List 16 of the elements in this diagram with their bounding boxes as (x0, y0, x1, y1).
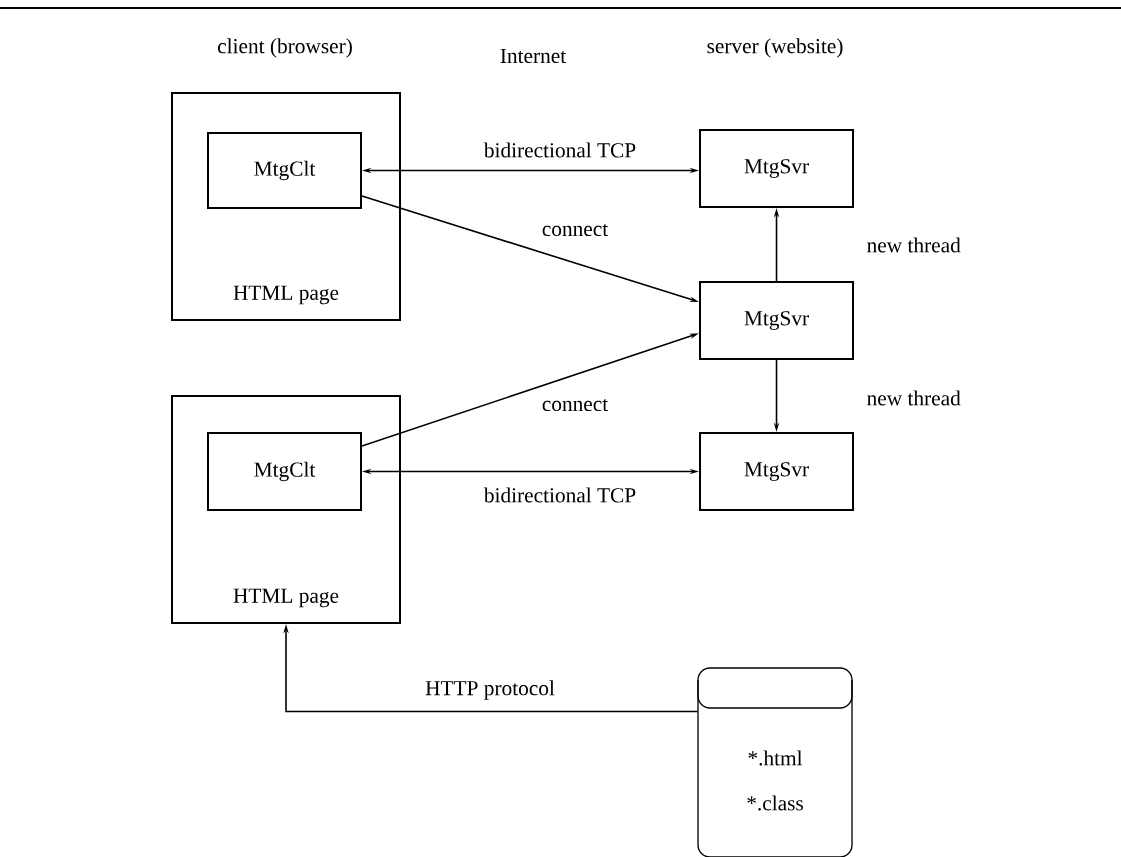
edge-label: bidirectional TCP (483, 487, 636, 503)
process-box: MtgSvr (699, 281, 854, 360)
column-heading: server (website) (707, 38, 843, 58)
file-store-drawing: *.html *.class (697, 667, 853, 857)
edge-label: bidirectional TCP (483, 142, 636, 158)
edge-label: new thread (867, 390, 961, 406)
edge-label: connect (542, 398, 609, 412)
process-box: MtgSvr (699, 129, 854, 208)
column-heading: client (browser) (218, 38, 352, 58)
process-box: MtgSvr (699, 432, 854, 511)
column-heading: Internet (500, 48, 567, 64)
edge-label: HTTP protocol (425, 680, 555, 700)
process-box: MtgClt (207, 132, 362, 209)
process-box: MtgClt (207, 432, 362, 511)
edge-label: new thread (867, 237, 961, 253)
edge-label: connect (542, 223, 609, 237)
